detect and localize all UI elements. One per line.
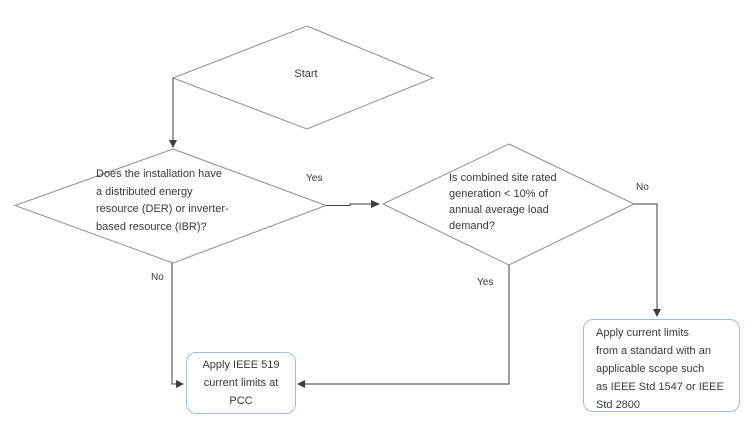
ieee519-action-line: PCC	[229, 395, 253, 407]
connector-generation-no-to-standard	[634, 203, 658, 309]
connector-der-no-to-ieee519	[171, 263, 176, 385]
ieee519-action-box: Apply IEEE 519 current limits at PCC	[186, 352, 296, 414]
arrowhead-generation-yes-to-ieee519	[297, 380, 305, 388]
arrowhead-generation-no-to-standard	[653, 309, 661, 317]
standard-action-line: from a standard with an	[596, 345, 711, 357]
connector-generation-yes-to-ieee519	[305, 265, 510, 385]
connector-der-yes-to-generation	[326, 203, 371, 206]
edge-label-generation-yes: Yes	[477, 277, 494, 288]
ieee519-action-line: current limits at	[203, 377, 279, 389]
arrowhead-start-to-der	[169, 140, 177, 148]
start-diamond	[171, 25, 435, 130]
generation-question-line: Is combined site rated	[449, 172, 557, 184]
generation-question-line: generation < 10% of	[449, 188, 548, 200]
standard-action-line: as IEEE Std 1547 or IEEE	[596, 381, 724, 393]
generation-question-line: annual average load	[449, 204, 549, 216]
edge-label-der-no: No	[151, 272, 164, 283]
der-question-line: a distributed energy	[96, 185, 193, 198]
standard-action-line: applicable scope such	[596, 363, 705, 375]
start-node-label: Start	[294, 68, 318, 80]
der-question-line: resource (DER) or inverter-	[96, 203, 229, 215]
der-question-diamond	[13, 148, 328, 264]
generation-question-text: Is combined site rated generation < 10% …	[449, 170, 609, 234]
edge-label-der-yes: Yes	[306, 173, 323, 184]
ieee519-action-line: Apply IEEE 519	[202, 359, 280, 371]
edge-label-generation-no: No	[636, 182, 649, 193]
der-question-line: based resource (IBR)?	[96, 220, 207, 233]
generation-question-line: demand?	[449, 220, 495, 232]
der-question-line: Does the installation have	[96, 168, 222, 180]
standard-action-line: Std 2800	[596, 399, 641, 411]
standard-action-box: Apply current limits from a standard wit…	[583, 319, 740, 412]
der-question-text: Does the installation have a distributed…	[96, 166, 286, 236]
arrowhead-der-no-to-ieee519	[176, 380, 184, 388]
arrowhead-der-yes-to-generation	[371, 200, 380, 208]
standard-action-line: Apply current limits	[596, 327, 689, 339]
